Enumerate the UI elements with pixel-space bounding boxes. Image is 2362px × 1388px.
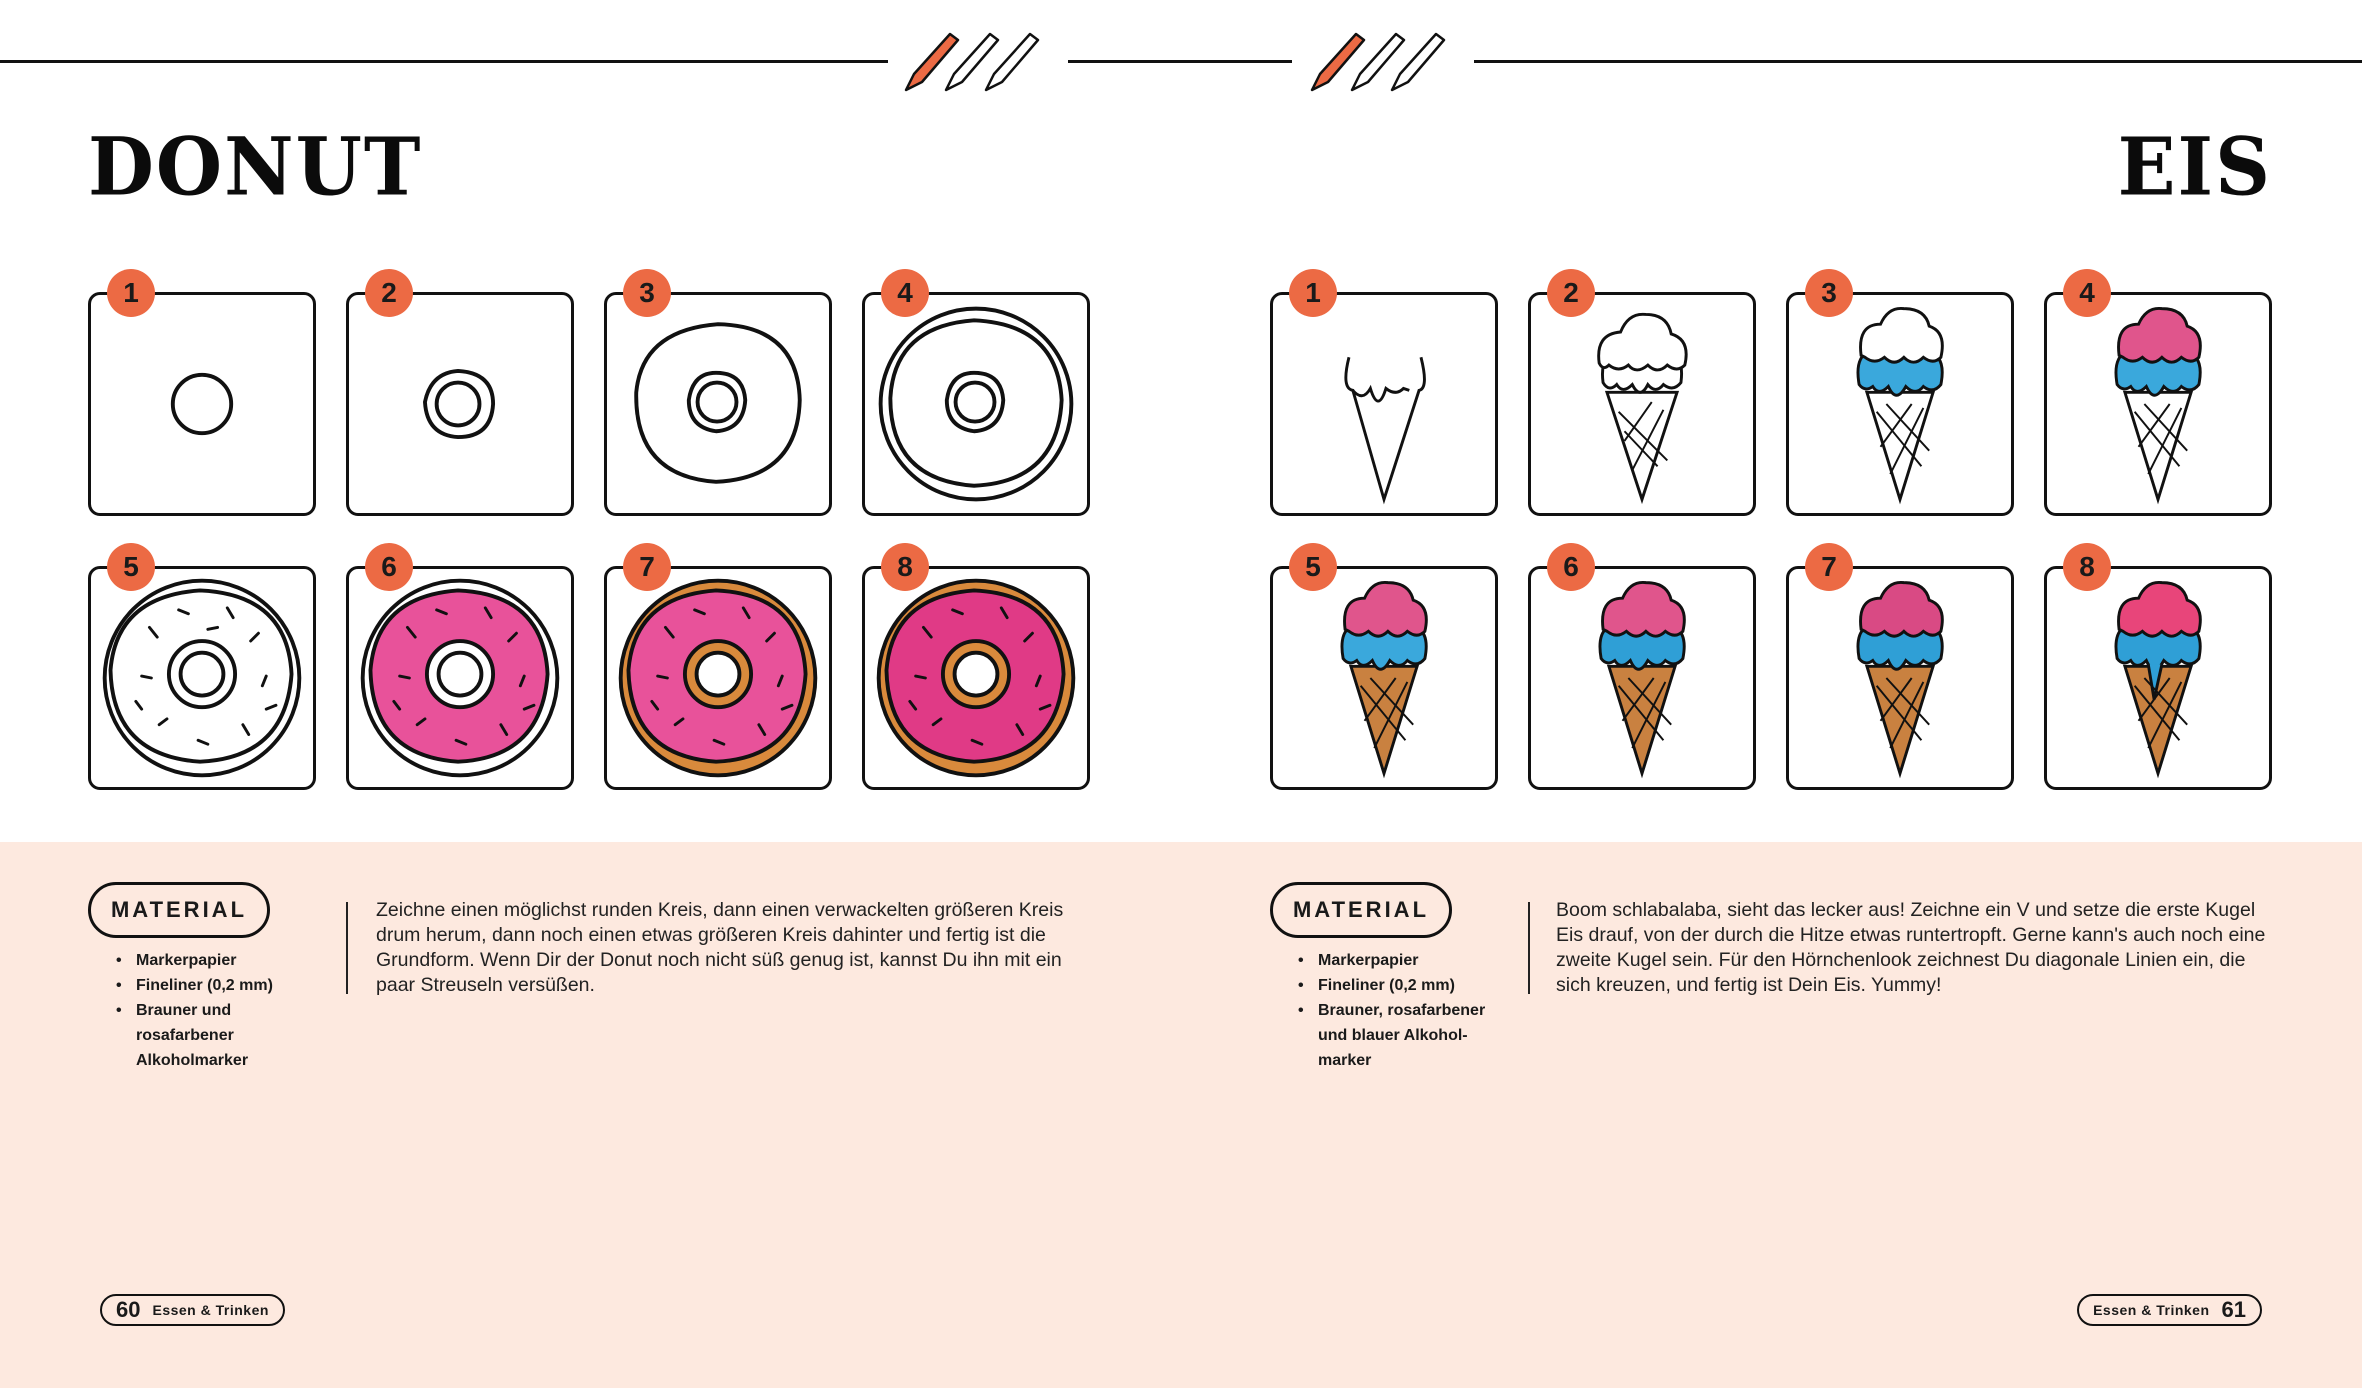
page-title-left: DONUT xyxy=(88,119,423,214)
donut-drawing-icon xyxy=(360,578,560,778)
top-rule-middle xyxy=(1068,60,1292,63)
pencil-group-icon xyxy=(900,28,1040,96)
eis-step-2: 2 xyxy=(1528,269,1756,516)
eis-step-7: 7 xyxy=(1786,543,2014,790)
ice-cream-drawing-icon xyxy=(1340,580,1428,779)
donut-drawing-icon xyxy=(878,306,1074,502)
ice-cream-drawing-icon xyxy=(1598,580,1686,779)
top-rule-right xyxy=(1474,60,2362,63)
step-number: 8 xyxy=(881,543,929,591)
material-item: Brauner, rosafarbener und blauer Alkohol… xyxy=(1296,998,1496,1073)
folio-right: Essen & Trinken 61 xyxy=(2077,1294,2262,1326)
eis-step-1: 1 xyxy=(1270,269,1498,516)
material-list-right: Markerpapier Fineliner (0,2 mm) Brauner,… xyxy=(1296,948,1496,1073)
section-name: Essen & Trinken xyxy=(152,1302,269,1318)
material-item: Fineliner (0,2 mm) xyxy=(114,973,314,998)
top-rule-left xyxy=(0,60,888,63)
step-number: 1 xyxy=(1289,269,1337,317)
material-label-right: MATERIAL xyxy=(1270,882,1452,938)
donut-drawing-icon xyxy=(618,578,818,778)
donut-step-6: 6 xyxy=(346,543,574,790)
step-number: 3 xyxy=(1805,269,1853,317)
step-number: 4 xyxy=(2063,269,2111,317)
material-item: Brauner und rosafarbener Alkoholmarker xyxy=(114,998,264,1073)
ice-cream-drawing-icon xyxy=(1344,356,1426,505)
eis-step-4: 4 xyxy=(2044,269,2272,516)
folio-left: 60 Essen & Trinken xyxy=(100,1294,285,1326)
material-label-left: MATERIAL xyxy=(88,882,270,938)
step-number: 7 xyxy=(623,543,671,591)
pencil-group-icon xyxy=(1306,28,1446,96)
material-item: Markerpapier xyxy=(114,948,314,973)
ice-cream-drawing-icon xyxy=(1856,580,1944,779)
material-list-left: Markerpapier Fineliner (0,2 mm) Brauner … xyxy=(114,948,314,1073)
donut-step-2: 2 xyxy=(346,269,574,516)
material-item: Fineliner (0,2 mm) xyxy=(1296,973,1496,998)
donut-step-3: 3 xyxy=(604,269,832,516)
step-number: 4 xyxy=(881,269,929,317)
donut-step-8: 8 xyxy=(862,543,1090,790)
footer-band xyxy=(0,842,2362,1388)
donut-drawing-icon xyxy=(634,322,802,484)
donut-drawing-icon xyxy=(170,372,234,436)
step-number: 6 xyxy=(1547,543,1595,591)
step-number: 3 xyxy=(623,269,671,317)
step-number: 5 xyxy=(1289,543,1337,591)
donut-drawing-icon xyxy=(876,578,1076,778)
eis-step-6: 6 xyxy=(1528,543,1756,790)
ice-cream-drawing-icon xyxy=(2114,580,2202,779)
page-number: 61 xyxy=(2221,1297,2246,1322)
eis-step-5: 5 xyxy=(1270,543,1498,790)
step-number: 2 xyxy=(1547,269,1595,317)
step-number: 1 xyxy=(107,269,155,317)
material-item: Markerpapier xyxy=(1296,948,1496,973)
divider-right xyxy=(1528,902,1530,994)
donut-step-4: 4 xyxy=(862,269,1090,516)
donut-step-7: 7 xyxy=(604,543,832,790)
step-number: 2 xyxy=(365,269,413,317)
step-number: 5 xyxy=(107,543,155,591)
description-right: Boom schlabalaba, sieht das lecker aus! … xyxy=(1556,899,2266,996)
step-number: 7 xyxy=(1805,543,1853,591)
eis-step-8: 8 xyxy=(2044,543,2272,790)
step-number: 8 xyxy=(2063,543,2111,591)
eis-step-3: 3 xyxy=(1786,269,2014,516)
page-title-right: EIS xyxy=(2117,119,2272,214)
donut-step-5: 5 xyxy=(88,543,316,790)
description-left: Zeichne einen möglichst runden Kreis, da… xyxy=(376,899,1064,996)
ice-cream-drawing-icon xyxy=(1856,306,1944,505)
donut-drawing-icon xyxy=(102,578,302,778)
page-number: 60 xyxy=(116,1297,141,1322)
ice-cream-drawing-icon xyxy=(1597,312,1688,505)
divider-left xyxy=(346,902,348,994)
donut-step-1: 1 xyxy=(88,269,316,516)
ice-cream-drawing-icon xyxy=(2114,306,2202,505)
section-name: Essen & Trinken xyxy=(2093,1302,2210,1318)
step-number: 6 xyxy=(365,543,413,591)
donut-drawing-icon xyxy=(423,368,496,440)
